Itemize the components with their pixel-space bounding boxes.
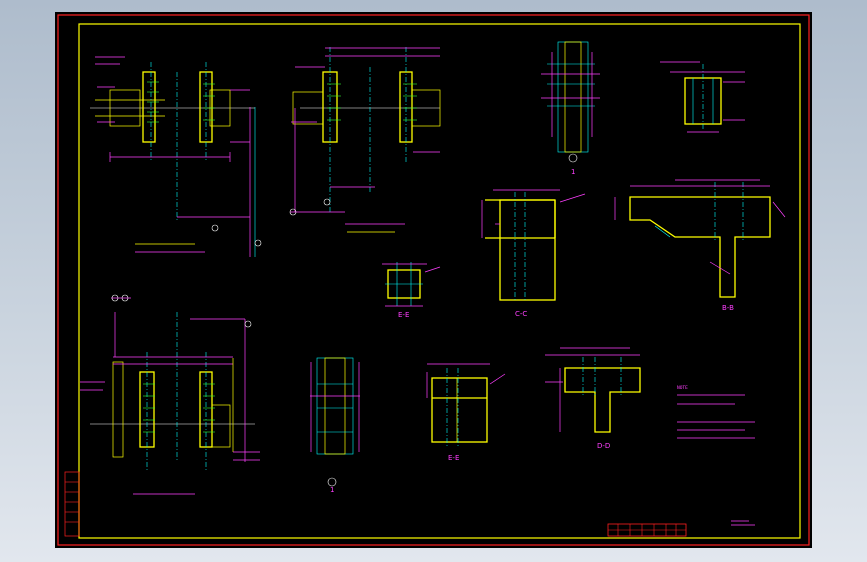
section-label-dd: D-D	[597, 442, 610, 450]
outer-frame	[57, 14, 810, 546]
section-label-ee-bottom: E-E	[448, 454, 459, 462]
section-ee-bottom	[426, 363, 506, 448]
cad-drawing-sheet: NOTE 1 C-C B-B E-E D-D E-E 1	[57, 14, 810, 546]
section-cc	[481, 189, 586, 302]
revision-strip	[64, 471, 80, 537]
detail-section-aa	[660, 61, 745, 133]
detail-column-bottom	[310, 357, 360, 487]
detail-top-center	[289, 47, 441, 233]
title-block	[607, 520, 755, 537]
detail-bottom-left	[80, 294, 260, 495]
section-label-ee-top: E-E	[398, 311, 409, 319]
section-ee-top	[382, 262, 441, 307]
cad-viewport[interactable]: NOTE 1 C-C B-B E-E D-D E-E 1	[55, 12, 812, 548]
detail-column-top	[541, 41, 600, 163]
section-bb	[614, 179, 786, 298]
notes-heading: NOTE	[677, 385, 688, 391]
detail-top-left	[90, 56, 262, 257]
section-label-1-bottom: 1	[330, 486, 334, 494]
inner-frame	[78, 23, 801, 539]
section-label-bb: B-B	[722, 304, 734, 312]
section-dd	[545, 347, 641, 433]
notes-block: NOTE	[677, 385, 755, 439]
section-label-cc: C-C	[515, 310, 527, 318]
section-label-1-top: 1	[571, 168, 575, 176]
